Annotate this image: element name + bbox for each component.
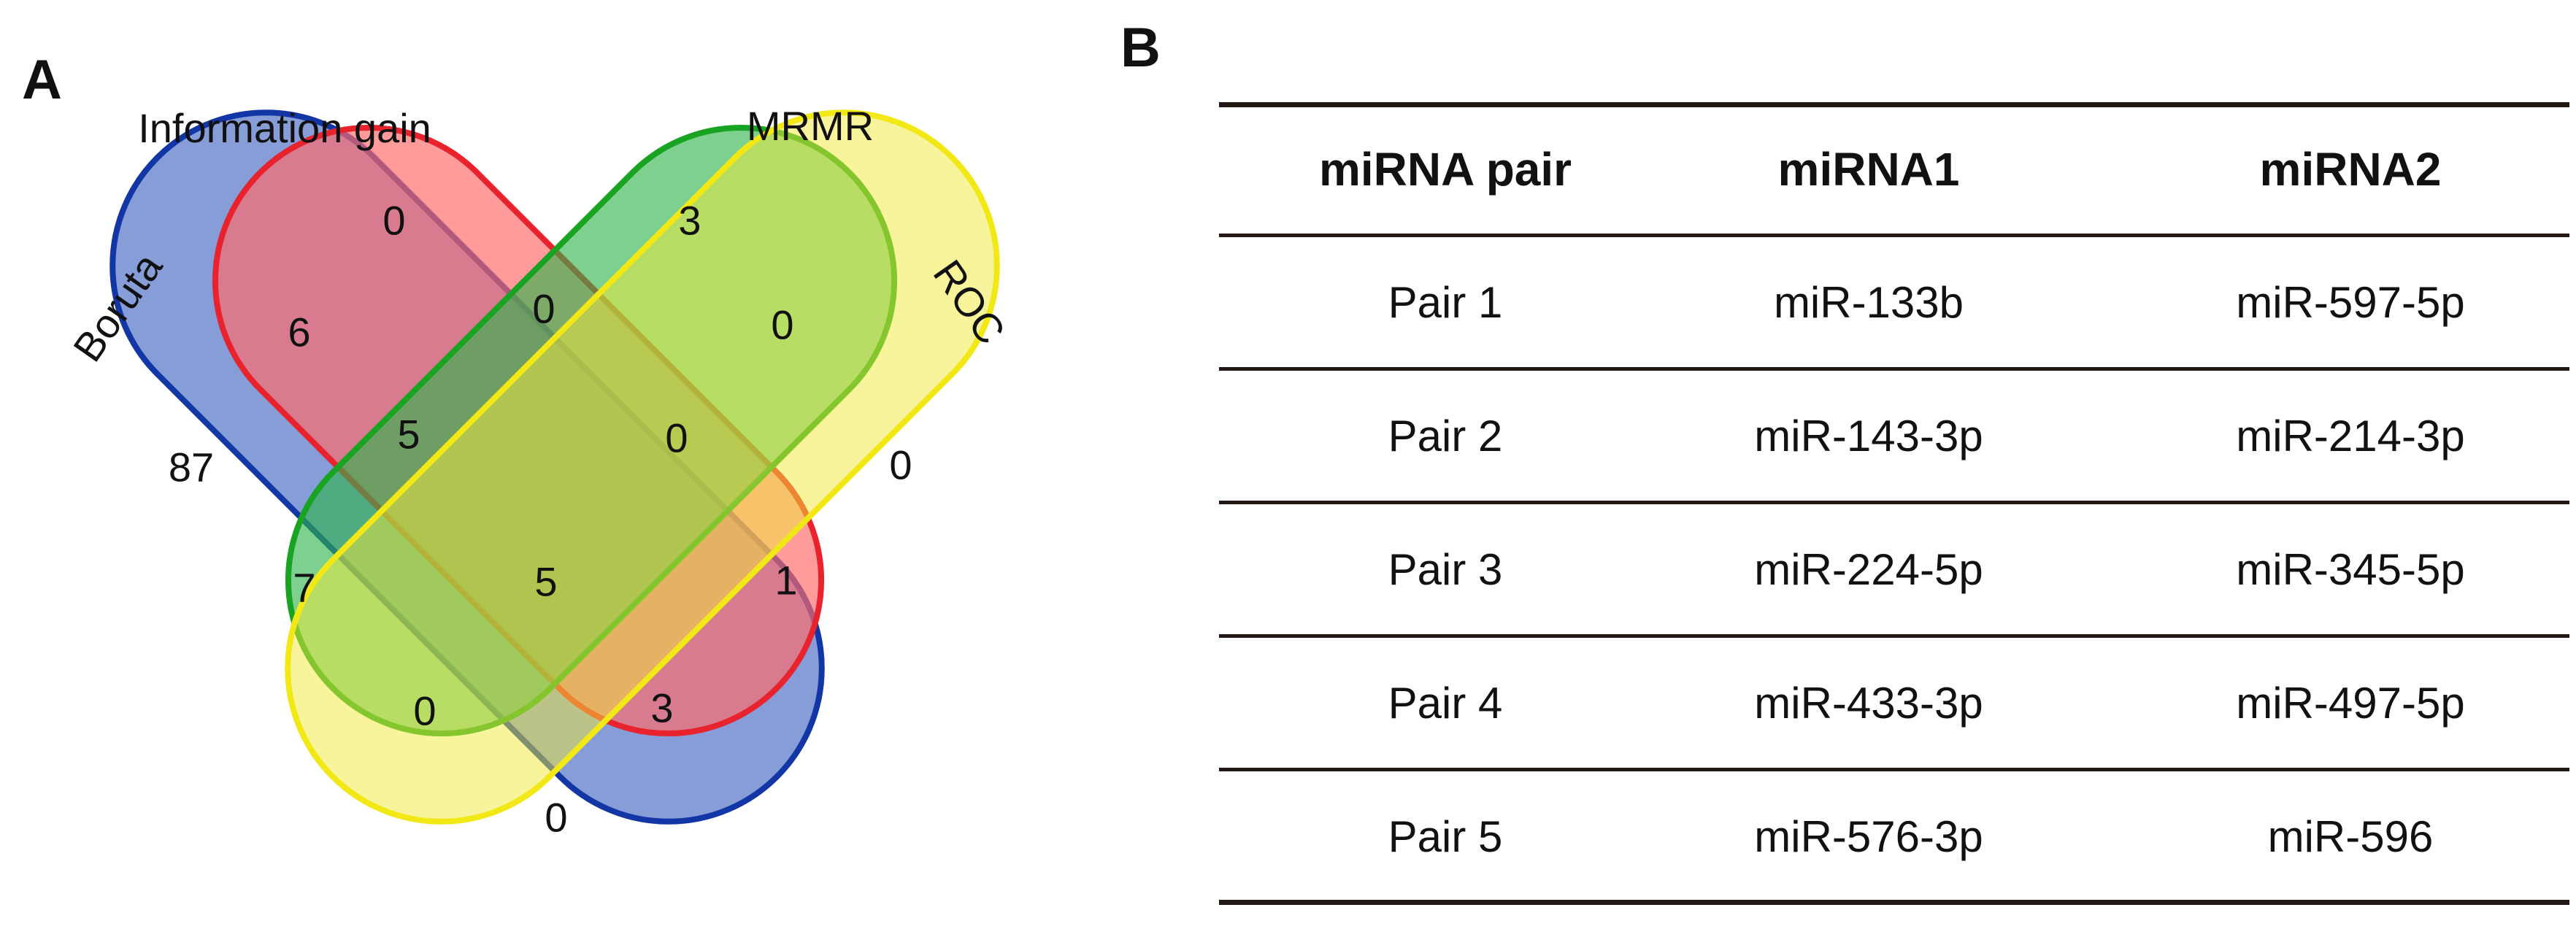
venn-sets xyxy=(109,109,1000,825)
row-pair-cell: Pair 5 xyxy=(1388,812,1503,861)
count-boruta-information-gain: 6 xyxy=(288,309,310,355)
row-mirna2-cell: miR-497-5p xyxy=(2236,679,2465,728)
panel-b-label: B xyxy=(1120,17,1161,79)
count-boruta-roc: 0 xyxy=(545,795,567,841)
count-information-gain-mrmr-roc: 0 xyxy=(665,415,688,461)
table-bottom-rule xyxy=(1219,900,2569,905)
count-boruta-only: 87 xyxy=(169,444,214,490)
row-pair-cell: Pair 3 xyxy=(1388,545,1503,594)
panel-a-label: A xyxy=(22,49,62,111)
table-header-rule xyxy=(1219,234,2569,237)
row-mirna1-cell: miR-576-3p xyxy=(1754,812,1983,861)
row-mirna1-cell: miR-143-3p xyxy=(1754,412,1983,460)
count-all-four: 5 xyxy=(534,559,557,605)
row-pair-cell: Pair 1 xyxy=(1388,278,1503,327)
set-name-mrmr: MRMR xyxy=(747,103,874,149)
row-mirna1-cell: miR-224-5p xyxy=(1754,545,1983,594)
set-name-information-gain: Information gain xyxy=(138,105,431,151)
count-boruta-information-gain-mrmr: 5 xyxy=(397,412,420,458)
header-mirna1: miRNA1 xyxy=(1777,143,1960,196)
count-boruta-information-gain-roc: 3 xyxy=(650,685,673,731)
row-pair-cell: Pair 4 xyxy=(1388,679,1503,728)
row-pair-cell: Pair 2 xyxy=(1388,412,1503,460)
count-information-gain-only: 0 xyxy=(382,198,405,244)
header-mirna-pair: miRNA pair xyxy=(1318,143,1572,196)
count-boruta-mrmr-roc: 0 xyxy=(413,688,436,734)
set-roc-shape xyxy=(285,109,1000,825)
table-row-rule xyxy=(1219,768,2569,771)
count-roc-only: 0 xyxy=(889,442,912,488)
table-row-rule xyxy=(1219,634,2569,638)
venn-diagram: Information gain MRMR Boruta ROC 0 3 6 0… xyxy=(64,103,1015,841)
table-row-rule xyxy=(1219,367,2569,371)
count-information-gain-mrmr: 0 xyxy=(532,286,555,332)
venn-region-counts: 0 3 6 0 0 87 5 0 0 7 5 1 0 3 0 xyxy=(169,198,912,841)
count-boruta-mrmr: 7 xyxy=(293,565,315,611)
count-mrmr-only: 3 xyxy=(678,198,701,244)
count-mrmr-roc: 0 xyxy=(771,302,793,348)
row-mirna2-cell: miR-597-5p xyxy=(2236,278,2465,327)
row-mirna1-cell: miR-433-3p xyxy=(1754,679,1983,728)
table-row-rule xyxy=(1219,501,2569,504)
row-mirna2-cell: miR-345-5p xyxy=(2236,545,2465,594)
table-top-rule xyxy=(1219,102,2569,107)
row-mirna1-cell: miR-133b xyxy=(1773,278,1964,327)
row-mirna2-cell: miR-596 xyxy=(2267,812,2434,861)
row-mirna2-cell: miR-214-3p xyxy=(2236,412,2465,460)
count-information-gain-roc: 1 xyxy=(774,558,797,604)
header-mirna2: miRNA2 xyxy=(2259,143,2442,196)
